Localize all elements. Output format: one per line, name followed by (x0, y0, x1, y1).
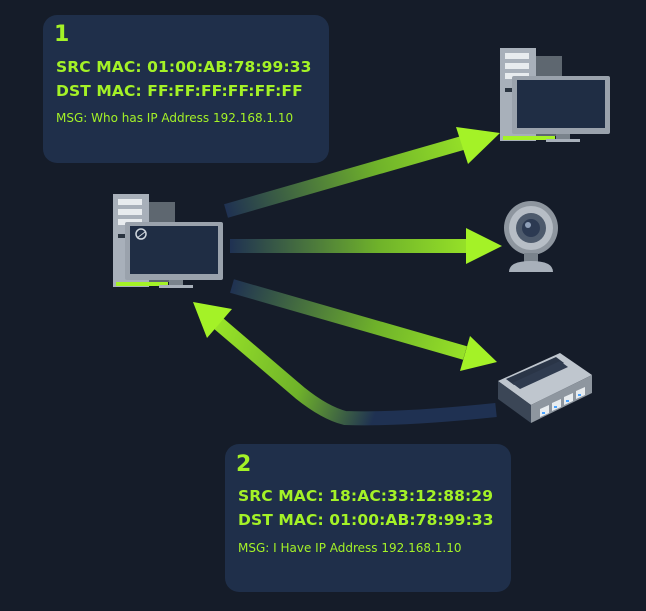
message-label: MSG: I Have IP Address 192.168.1.10 (238, 541, 462, 555)
dst-mac-label: DST MAC: 01:00:AB:78:99:33 (238, 511, 494, 529)
arp-request-box: 1 SRC MAC: 01:00:AB:78:99:33 DST MAC: FF… (43, 15, 329, 163)
src-mac-label: SRC MAC: 18:AC:33:12:88:29 (238, 487, 494, 505)
message-label: MSG: Who has IP Address 192.168.1.10 (56, 111, 294, 125)
src-mac-label: SRC MAC: 01:00:AB:78:99:33 (56, 58, 312, 76)
network-switch-icon (498, 353, 592, 423)
reply-arrow-to-sender (193, 302, 497, 426)
broadcast-arrow-to-switch (230, 279, 497, 371)
target-computer-icon (500, 48, 610, 142)
arp-reply-box: 2 SRC MAC: 18:AC:33:12:88:29 DST MAC: 01… (225, 444, 511, 592)
dst-mac-label: DST MAC: FF:FF:FF:FF:FF:FF (56, 82, 303, 100)
webcam-icon (504, 201, 558, 272)
step-number: 2 (236, 452, 252, 477)
broadcast-arrow-to-computer (224, 127, 500, 218)
sender-computer-icon (113, 194, 223, 288)
broadcast-arrow-to-webcam (230, 228, 502, 264)
step-number: 1 (54, 22, 70, 47)
